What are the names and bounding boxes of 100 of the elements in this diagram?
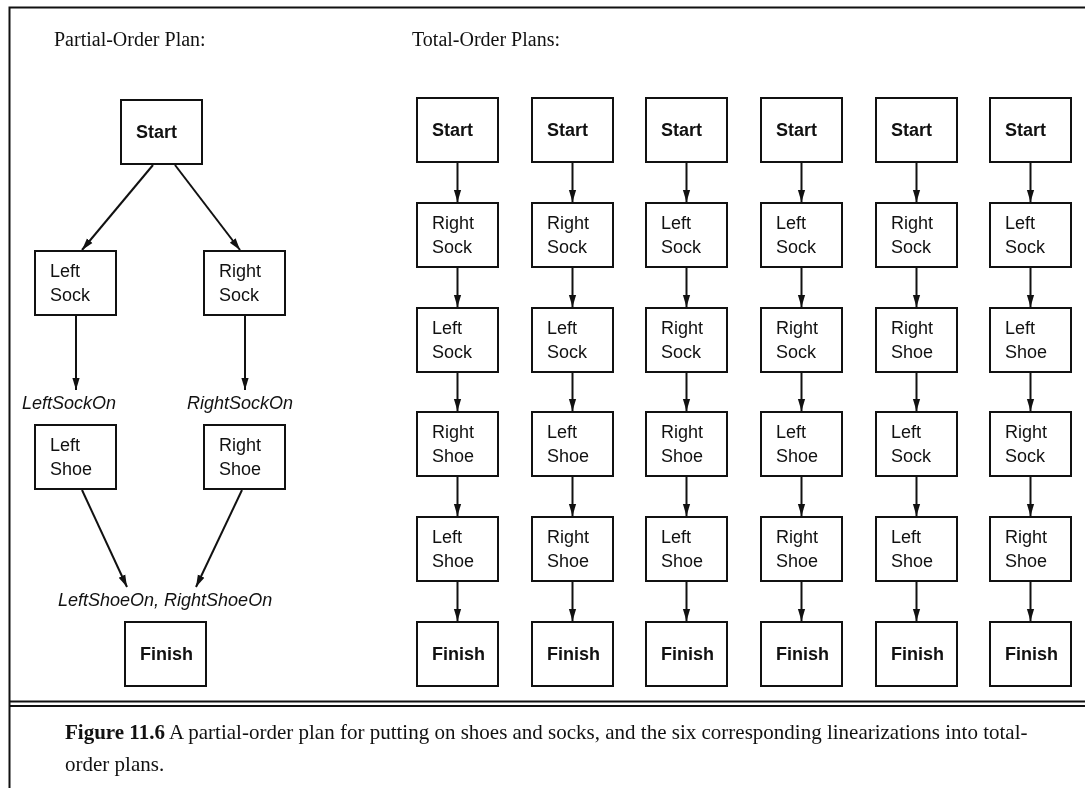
action-box <box>34 424 117 490</box>
arrow <box>912 162 921 203</box>
action-box <box>989 516 1072 582</box>
finish-box <box>531 621 614 687</box>
arrow <box>568 476 577 517</box>
arrow <box>568 162 577 203</box>
step-name: Start <box>891 119 933 142</box>
section-heading: Total-Order Plans: <box>412 28 560 51</box>
action-box <box>989 307 1072 373</box>
arrow <box>195 489 243 588</box>
step-name: Left Shoe <box>776 421 820 468</box>
start-box <box>645 97 728 163</box>
finish-box <box>416 621 499 687</box>
action-box <box>760 307 843 373</box>
arrow <box>1026 267 1035 308</box>
finish-box <box>645 621 728 687</box>
step-name: Start <box>432 119 474 142</box>
step-name: Left Shoe <box>432 526 476 573</box>
arrow <box>568 581 577 622</box>
step-name: Right Sock <box>547 212 591 259</box>
action-box <box>203 250 286 316</box>
step-name: Left Shoe <box>891 526 935 573</box>
arrow <box>1026 372 1035 412</box>
arrow <box>797 267 806 308</box>
action-box <box>989 411 1072 477</box>
start-box <box>875 97 958 163</box>
action-box <box>531 411 614 477</box>
action-box <box>645 202 728 268</box>
arrow <box>81 489 128 588</box>
figure-caption: Figure 11.6 A partial-order plan for putting on shoes and socks, and the six corresponding linearizations into total-order plans. <box>65 719 1029 778</box>
arrow <box>797 476 806 517</box>
action-box <box>203 424 286 490</box>
arrow <box>682 372 691 412</box>
finish-box <box>760 621 843 687</box>
arrow <box>81 164 154 251</box>
arrow <box>241 315 249 391</box>
start-box <box>416 97 499 163</box>
action-box <box>416 307 499 373</box>
arrow <box>912 267 921 308</box>
arrow <box>568 267 577 308</box>
arrow <box>682 476 691 517</box>
step-name: Left Shoe <box>50 434 94 481</box>
arrow <box>797 162 806 203</box>
action-box <box>531 516 614 582</box>
section-heading: Partial-Order Plan: <box>54 28 206 51</box>
step-name: Left Sock <box>661 212 703 259</box>
arrow <box>1026 162 1035 203</box>
step-name: Start <box>1005 119 1047 142</box>
action-box <box>875 516 958 582</box>
step-name: Finish <box>1005 643 1059 666</box>
step-name: Right Sock <box>661 317 705 364</box>
action-box <box>645 516 728 582</box>
arrow <box>912 581 921 622</box>
step-name: Left Sock <box>432 317 474 364</box>
finish-box <box>875 621 958 687</box>
step-name: Right Shoe <box>547 526 591 573</box>
arrow <box>72 315 80 391</box>
step-name: Finish <box>776 643 830 666</box>
start-box <box>531 97 614 163</box>
arrow <box>912 372 921 412</box>
precondition-label: LeftShoeOn, RightShoeOn <box>58 589 273 611</box>
start-box <box>989 97 1072 163</box>
step-name: Left Shoe <box>547 421 591 468</box>
action-box <box>531 307 614 373</box>
step-name: Finish <box>140 643 194 666</box>
precondition-label: RightSockOn <box>187 392 294 414</box>
action-box <box>416 202 499 268</box>
arrow <box>682 581 691 622</box>
action-box <box>416 516 499 582</box>
step-name: Start <box>136 121 178 144</box>
arrow <box>682 267 691 308</box>
arrow <box>797 372 806 412</box>
arrow <box>682 162 691 203</box>
arrow <box>453 581 462 622</box>
step-name: Left Sock <box>776 212 818 259</box>
step-name: Left Sock <box>891 421 933 468</box>
finish-box <box>124 621 207 687</box>
step-name: Right Sock <box>891 212 935 259</box>
start-box <box>760 97 843 163</box>
step-name: Finish <box>661 643 715 666</box>
step-name: Start <box>547 119 589 142</box>
step-name: Right Sock <box>432 212 476 259</box>
action-box <box>531 202 614 268</box>
step-name: Right Shoe <box>432 421 476 468</box>
step-name: Left Sock <box>50 260 92 307</box>
arrow <box>1026 476 1035 517</box>
step-name: Right Shoe <box>891 317 935 364</box>
precondition-label: LeftSockOn <box>22 392 117 414</box>
action-box <box>875 202 958 268</box>
action-box <box>645 307 728 373</box>
arrow <box>453 267 462 308</box>
arrow <box>797 581 806 622</box>
step-name: Left Shoe <box>1005 317 1049 364</box>
action-box <box>760 411 843 477</box>
arrow <box>1026 581 1035 622</box>
step-name: Left Shoe <box>661 526 705 573</box>
step-name: Start <box>661 119 703 142</box>
step-name: Finish <box>547 643 601 666</box>
finish-box <box>989 621 1072 687</box>
step-name: Right Sock <box>776 317 820 364</box>
